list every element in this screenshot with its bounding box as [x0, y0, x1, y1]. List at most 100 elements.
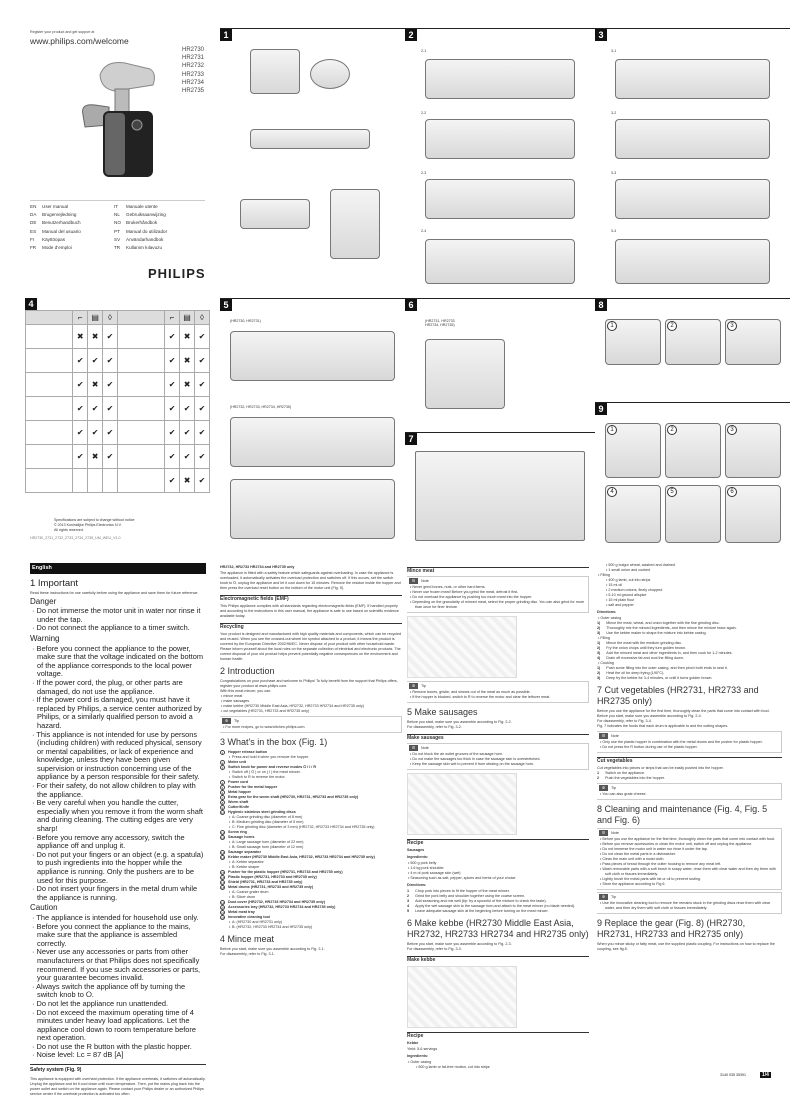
list-item: Do not insert your fingers in the metal …	[30, 884, 206, 902]
paragraph: The appliance is fitted with a safety fe…	[220, 571, 401, 590]
list-item: Do not connect the appliance to a timer …	[30, 624, 206, 633]
note-box: ☰NoteBefore you use the appliance for th…	[597, 828, 782, 890]
language-manual-title: Manual do utilizador	[126, 228, 168, 234]
bullet-list: 500 g bulgur wheat, washed and drained1 …	[597, 563, 782, 573]
figure-panel-1: 1	[220, 28, 405, 296]
model-note: (HR2730, HR2731)	[230, 319, 261, 323]
list-item: Outer casing	[407, 1060, 589, 1065]
bullet-list: Do not block the air outlet grooves of t…	[409, 752, 586, 767]
bullet-list: Cooking	[597, 661, 782, 666]
bullet-list: Before you use the appliance for the fir…	[599, 837, 779, 887]
list-item: 500 g pork belly	[407, 861, 589, 866]
list-item: Do not let the appliance run unattended.	[30, 999, 206, 1009]
figure-panel-8: 8 1 2 3	[595, 298, 790, 370]
cloth-icon: ◊	[194, 310, 210, 325]
list-item: 2 medium onions, finely chopped	[605, 588, 782, 593]
note-title: Note	[421, 745, 429, 750]
part-label: Dust cover (HR2732, HR2733 HR2734 and HR…	[228, 900, 325, 904]
tap-icon: ⌐	[164, 310, 181, 325]
part-body: Dust cover (HR2732, HR2733 HR2734 and HR…	[228, 900, 325, 905]
step-number: 3)	[597, 651, 601, 655]
bullet-list: Only use the plastic hopper in combinati…	[599, 740, 779, 750]
section-heading: Recycling	[220, 623, 402, 630]
list-item: Filling	[597, 573, 782, 578]
list-item: Depending on the granularity of minced m…	[409, 600, 586, 610]
paragraph: For disassembly, refer to Fig. 3-2.	[407, 725, 462, 729]
part-label: Switch knob for power and reverse modes …	[228, 765, 316, 769]
check-icon: ✔	[72, 396, 89, 421]
part-sub-list: A: (HR2730 and HR2731 only)B: (HR2732, H…	[228, 920, 312, 930]
section-heading: Mince meat	[407, 567, 589, 574]
part-number: 17	[220, 880, 225, 885]
tip-icon: ✲	[599, 894, 608, 900]
language-code: IT	[114, 204, 119, 209]
support-url[interactable]: www.philips.com/welcome	[30, 36, 129, 46]
note-icon: ☰	[599, 830, 608, 836]
step-number: 3	[727, 321, 737, 331]
part-image	[116, 444, 166, 469]
bullet-list: 500 g pork belly1.6 kg pork shoulder4 m …	[407, 861, 589, 881]
list-item: make kebbe (HR2730 Middle East Asia, HR2…	[220, 704, 402, 709]
list-item: 2)Fry the onion chops until they turn go…	[597, 646, 782, 651]
check-icon: ✔	[164, 372, 181, 397]
list-item: C: Fine grinding disc (diameter of 3 mm)…	[228, 825, 374, 830]
list-item: Switch to R to reverse the motor.	[228, 775, 316, 780]
list-item: B: Slicer drum	[228, 895, 313, 900]
note-icon: ☰	[409, 745, 418, 751]
list-item: If the hopper is blocked, switch to R to…	[409, 695, 586, 700]
table-row: ✔✖✔	[24, 468, 210, 493]
part-label: Hygienic stainless steel grinding discs	[228, 810, 296, 814]
part-number: 5	[220, 785, 225, 790]
section-heading: Make sausages	[407, 734, 589, 741]
part-label: Pusher for the metal hopper	[228, 785, 278, 789]
language-code: DE	[30, 220, 37, 226]
list-item: 1)Mince the meat with the medium grindin…	[597, 641, 782, 646]
language-code: PT	[114, 228, 120, 234]
part-label: Innovative cleaning tool	[228, 915, 271, 919]
part-label: Worm shaft	[228, 800, 249, 804]
cross-icon: ✖	[72, 324, 89, 349]
part-number: 3	[220, 765, 225, 770]
list-item: cut vegetables (HR2731, HR2733 and HR273…	[220, 709, 402, 714]
check-icon: ✔	[164, 468, 181, 493]
language-code: EN	[30, 204, 37, 209]
check-icon: ✔	[72, 420, 89, 445]
part-image	[116, 324, 166, 349]
tip-box: ✲TipYou can also grate cheese.	[597, 783, 782, 800]
part-sub-list: A: Kebbe separatorB: Kebbe shaper	[228, 860, 375, 870]
tip-label: ✲Tip	[409, 683, 586, 689]
part-body: Metal drums (HR2731, HR2733 and HR2735 o…	[228, 885, 313, 900]
list-item: Outer casing	[597, 616, 782, 621]
list-item: B: Medium grinding disc (diameter of 5 m…	[228, 820, 374, 825]
list-item: 3)Add the minced meat and other ingredie…	[597, 651, 782, 656]
step-number: 2)	[597, 626, 601, 630]
list-item: A: (HR2730 and HR2731 only)	[228, 920, 312, 925]
list-item: If the power cord is damaged, you must h…	[30, 695, 206, 730]
empty-cell	[87, 468, 104, 493]
check-icon: ✔	[194, 444, 210, 469]
step-number: 2)	[597, 671, 601, 675]
part-body: Shield (HR2731, HR2733 and HR2735 only)	[228, 880, 302, 885]
figure-panel-3: 3 3-1 3-2 3-3 3-4	[595, 28, 790, 296]
section-heading: 2 Introduction	[220, 666, 275, 676]
list-item: Keep the sausage skin wet to prevent it …	[409, 762, 586, 767]
part-body: Extra gear for the worm shaft (HR2730, H…	[228, 795, 358, 800]
list-item: Do not make the sausages too thick in ca…	[409, 757, 586, 762]
cross-icon: ✖	[87, 372, 104, 397]
check-icon: ✔	[102, 348, 118, 373]
section-heading: Directions:	[597, 610, 617, 614]
make-kebbe-illustration	[407, 966, 517, 1028]
list-item: 5-10 ml ground allspice	[605, 593, 782, 598]
list-item: Do not use the R button with the plastic…	[30, 1042, 206, 1052]
step-number: 2	[407, 894, 410, 898]
language-manual-title: User manual	[42, 204, 69, 209]
part-number: 9	[220, 805, 225, 810]
part-image	[24, 468, 74, 493]
paragraph: For disassembly, refer to Fig. 3-3.	[407, 947, 462, 951]
part-image	[116, 468, 166, 493]
